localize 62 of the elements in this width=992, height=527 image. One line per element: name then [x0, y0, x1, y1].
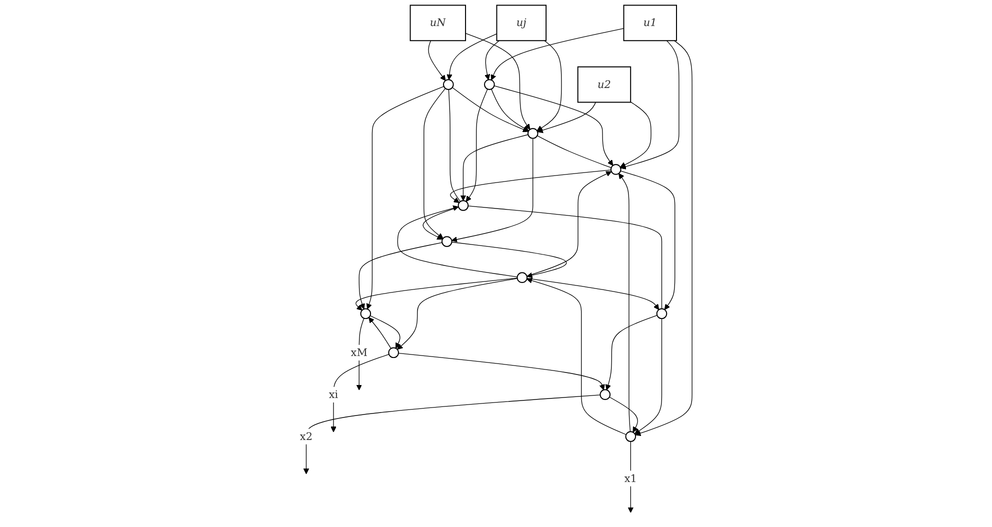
- arrow: [398, 352, 605, 390]
- arrow: [356, 318, 364, 390]
- arrow: [620, 40, 680, 170]
- arrow: [490, 28, 624, 80]
- arrow: [397, 205, 518, 278]
- node-circle: [441, 236, 452, 247]
- arrow: [465, 33, 530, 130]
- node-circle: [600, 389, 611, 400]
- arrow: [635, 40, 692, 436]
- edge-label: xM: [350, 346, 368, 359]
- arrow: [634, 318, 662, 434]
- node-circle: [484, 79, 495, 90]
- arrow: [397, 278, 518, 350]
- arrow: [366, 86, 444, 310]
- arrow: [451, 138, 534, 242]
- arrow: [526, 278, 626, 435]
- arrow: [303, 394, 601, 474]
- arrow: [484, 40, 500, 80]
- node-circle: [625, 431, 636, 442]
- node-box: uj: [496, 4, 547, 42]
- arrow: [356, 278, 518, 311]
- node-circle: [610, 164, 622, 175]
- arrow: [526, 171, 612, 276]
- arrow: [368, 317, 392, 349]
- node-circle: [360, 308, 372, 320]
- arrow: [620, 102, 652, 168]
- arrow: [620, 170, 676, 310]
- arrow: [609, 396, 638, 432]
- node-circle: [527, 128, 538, 139]
- node-circle: [388, 347, 399, 358]
- arrow: [424, 88, 446, 239]
- arrow: [358, 242, 442, 310]
- edge-label: x1: [624, 472, 637, 484]
- node-box: u2: [577, 66, 632, 103]
- arrow: [428, 40, 446, 81]
- node-circle: [443, 79, 454, 90]
- connector: [468, 206, 662, 310]
- edge-label: x2: [300, 430, 313, 442]
- arrow: [526, 278, 660, 310]
- arrow: [452, 87, 529, 132]
- arrow: [536, 40, 562, 132]
- arrow: [605, 314, 658, 390]
- arrow: [451, 242, 567, 278]
- arrow: [466, 88, 488, 202]
- arrow: [450, 170, 612, 203]
- arrow: [494, 86, 614, 166]
- arrow: [618, 173, 631, 432]
- arrow: [460, 134, 528, 201]
- node-box: u1: [623, 4, 677, 42]
- arrow: [446, 34, 498, 80]
- arrow: [330, 354, 390, 432]
- node-circle: [458, 200, 469, 211]
- node-box: uN: [410, 4, 466, 42]
- connector: [536, 135, 612, 168]
- arrow: [370, 315, 401, 349]
- node-circle: [516, 272, 528, 283]
- arrow: [491, 88, 529, 132]
- node-circle: [656, 308, 668, 320]
- connector: [448, 89, 461, 202]
- arrow: [537, 102, 596, 134]
- edge-label: xi: [328, 388, 338, 400]
- arrow: [628, 441, 634, 513]
